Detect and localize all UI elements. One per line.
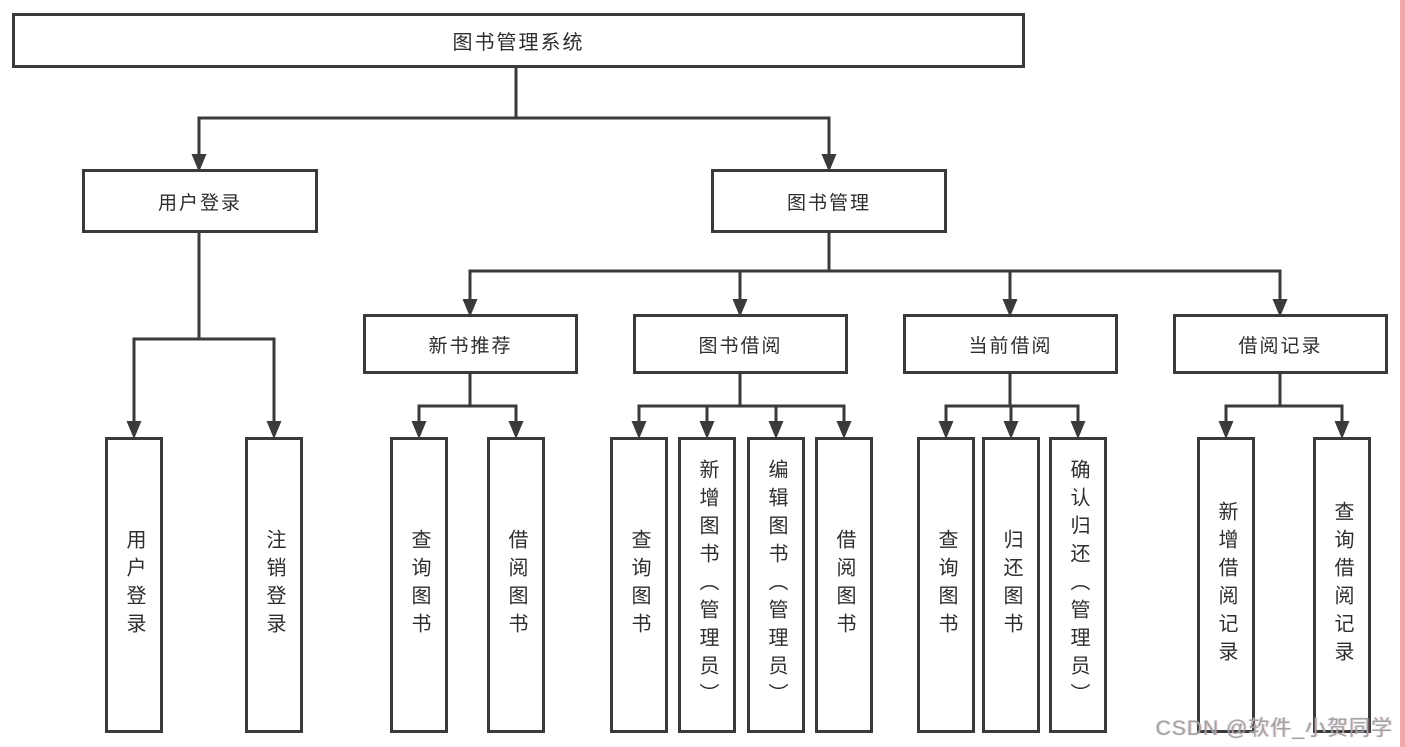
- leaf-confirm-return-admin: 确认归还（管理员）: [1049, 437, 1107, 733]
- node-borrow-records: 借阅记录: [1173, 314, 1388, 374]
- leaf-query-books: 查询图书: [390, 437, 448, 733]
- node-label: 借阅记录: [1238, 335, 1323, 357]
- node-label: 查询图书: [628, 529, 650, 641]
- node-label: 查询图书: [408, 529, 430, 641]
- node-book-borrowing: 图书借阅: [633, 314, 848, 374]
- node-root-system: 图书管理系统: [12, 13, 1025, 68]
- node-label: 查询图书: [935, 529, 957, 641]
- node-label: 查询借阅记录: [1331, 501, 1353, 669]
- leaf-return-books: 归还图书: [982, 437, 1040, 733]
- leaf-add-books-admin: 新增图书（管理员）: [678, 437, 736, 733]
- node-label: 新增借阅记录: [1215, 501, 1237, 669]
- leaf-query-books: 查询图书: [610, 437, 668, 733]
- node-label: 借阅图书: [833, 529, 855, 641]
- node-book-management: 图书管理: [711, 169, 947, 233]
- node-label: 编辑图书（管理员）: [765, 459, 787, 711]
- node-label: 当前借阅: [968, 335, 1053, 357]
- node-label: 注销登录: [263, 529, 285, 641]
- node-label: 用户登录: [123, 529, 145, 641]
- leaf-logout: 注销登录: [245, 437, 303, 733]
- node-label: 借阅图书: [505, 529, 527, 641]
- node-label: 用户登录: [157, 192, 242, 214]
- node-label: 归还图书: [1000, 529, 1022, 641]
- node-label: 图书管理: [786, 192, 871, 214]
- arrowheads: [126, 154, 1350, 439]
- node-current-borrowing: 当前借阅: [903, 314, 1118, 374]
- node-label: 图书管理系统: [452, 32, 585, 54]
- leaf-add-borrow-record: 新增借阅记录: [1197, 437, 1255, 733]
- right-edge-strip: [1400, 0, 1405, 747]
- leaf-borrow-books: 借阅图书: [815, 437, 873, 733]
- leaf-user-login: 用户登录: [105, 437, 163, 733]
- node-label: 图书借阅: [698, 335, 783, 357]
- node-new-book-recommend: 新书推荐: [363, 314, 578, 374]
- leaf-edit-books-admin: 编辑图书（管理员）: [747, 437, 805, 733]
- node-user-login: 用户登录: [82, 169, 318, 233]
- csdn-watermark: CSDN @软件_小贺同学: [1155, 717, 1393, 740]
- leaf-query-books: 查询图书: [917, 437, 975, 733]
- node-label: 新书推荐: [428, 335, 513, 357]
- leaf-query-borrow-record: 查询借阅记录: [1313, 437, 1371, 733]
- leaf-borrow-books: 借阅图书: [487, 437, 545, 733]
- node-label: 新增图书（管理员）: [696, 459, 718, 711]
- node-label: 确认归还（管理员）: [1067, 459, 1089, 711]
